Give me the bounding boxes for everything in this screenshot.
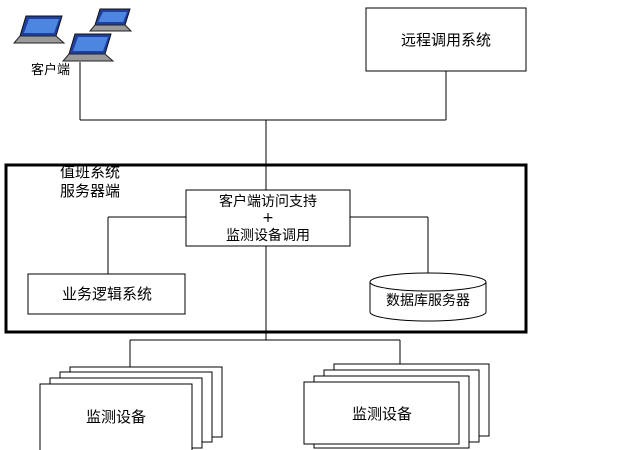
database-label: 数据库服务器 (386, 293, 470, 309)
device-stack-left (39, 366, 223, 450)
device-label-right: 监测设备 (352, 405, 412, 423)
access-support-box (185, 189, 351, 247)
server-title-line2: 服务器端 (60, 182, 120, 200)
laptop-icon (88, 8, 133, 32)
access-support-line1: 客户端访问支持 (219, 193, 317, 210)
device-label-left: 监测设备 (86, 408, 146, 426)
device-stack-right (303, 363, 490, 449)
remote-system-box (365, 7, 527, 72)
laptop-icon (61, 33, 115, 62)
access-support-line2: + (262, 210, 274, 226)
server-title-line1: 值班系统 (60, 163, 120, 181)
remote-system-label: 远程调用系统 (401, 31, 491, 49)
business-logic-box (27, 273, 186, 315)
access-support-line3: 监测设备调用 (226, 227, 310, 244)
top-connectors (79, 62, 447, 190)
business-logic-label: 业务逻辑系统 (62, 285, 152, 303)
clients-label: 客户端 (31, 62, 70, 78)
database-cylinder (369, 272, 487, 322)
laptop-icon (12, 15, 66, 44)
server-internal-connectors (107, 216, 429, 340)
